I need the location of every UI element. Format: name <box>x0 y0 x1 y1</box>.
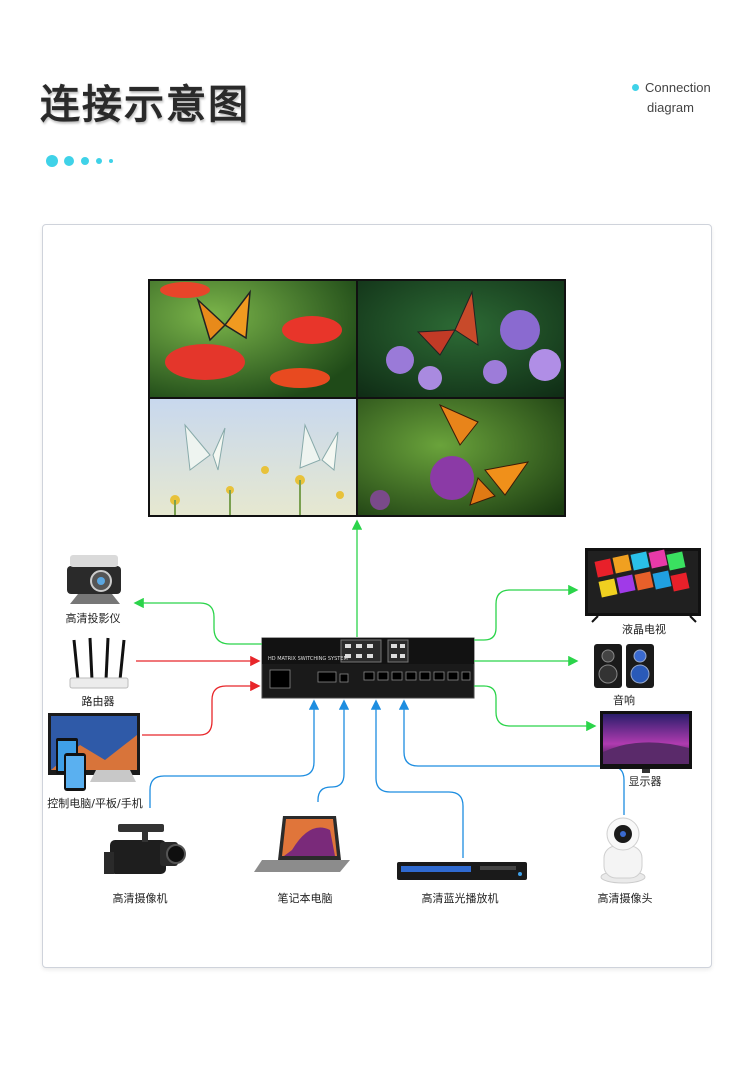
ip-camera-icon <box>600 817 646 884</box>
router-icon <box>69 637 129 689</box>
corner-line2: diagram <box>647 100 694 115</box>
laptop-icon <box>254 816 350 872</box>
butterfly-image-4 <box>370 403 530 510</box>
label-monitor: 显示器 <box>628 775 662 788</box>
label-projector: 高清投影仪 <box>65 612 121 625</box>
butterfly-image-1 <box>160 282 342 388</box>
bluray-player-icon <box>397 862 527 880</box>
video-wall <box>148 279 566 517</box>
input-lines <box>149 699 625 858</box>
bullet-dot <box>632 84 639 91</box>
control-devices-icon <box>48 713 140 791</box>
matrix-switcher: HD MATRIX SWITCHING SYSTEM <box>261 637 475 699</box>
lcd-tv-icon <box>585 548 701 623</box>
label-lcd-tv: 液晶电视 <box>622 623 666 636</box>
output-lines <box>133 519 597 732</box>
label-speaker: 音响 <box>613 694 635 707</box>
corner-line1: Connection <box>645 80 711 95</box>
label-ip-camera: 高清摄像头 <box>597 892 653 905</box>
panel-text: HD MATRIX SWITCHING SYSTEM <box>268 656 348 662</box>
corner-caption: Connection diagram <box>632 78 711 118</box>
projector-icon <box>67 555 121 604</box>
butterfly-image-2 <box>386 290 561 390</box>
label-bluray: 高清蓝光播放机 <box>421 892 499 905</box>
butterfly-image-3 <box>170 423 344 515</box>
label-control-pc: 控制电脑/平板/手机 <box>47 797 143 810</box>
label-router: 路由器 <box>81 695 115 708</box>
camcorder-icon <box>104 824 186 874</box>
speaker-icon <box>594 644 654 688</box>
label-camcorder: 高清摄像机 <box>112 892 168 905</box>
control-lines <box>136 655 261 736</box>
monitor-icon <box>600 711 692 773</box>
label-laptop: 笔记本电脑 <box>277 892 333 905</box>
page-title: 连接示意图 <box>40 82 250 128</box>
